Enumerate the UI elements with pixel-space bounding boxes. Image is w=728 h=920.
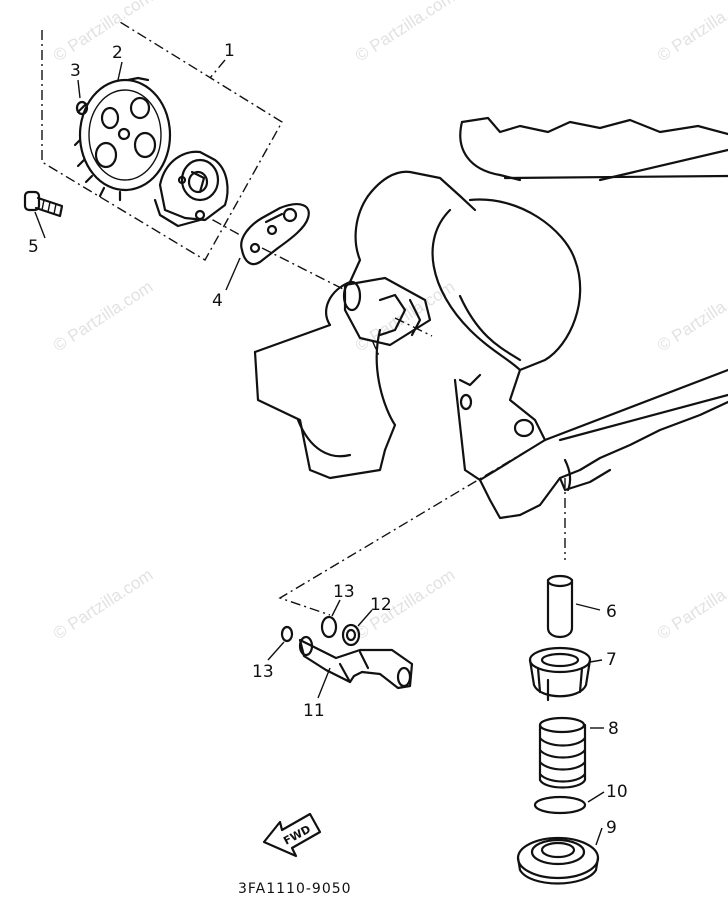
drain-o-ring: [533, 795, 587, 815]
lower-case: [563, 458, 572, 492]
callout-leaders: [34, 61, 605, 846]
watermark: © Partzilla.com: [654, 277, 728, 355]
pump-shaft-boss: [342, 276, 432, 347]
bolt: [23, 190, 64, 218]
callout-13-upper: 13: [333, 582, 355, 602]
crankcase-outline: [253, 116, 728, 520]
callout-numbers: 1 2 3 4 5 6 7 8 9 10 11 12 13 13: [28, 41, 628, 838]
oil-pump-body: [153, 150, 229, 228]
watermark: © Partzilla.com: [654, 565, 728, 643]
strainer-pipe: [546, 574, 574, 639]
watermark: © Partzilla.com: [352, 0, 458, 65]
callout-1: 1: [224, 41, 235, 61]
callout-11: 11: [303, 701, 325, 721]
callout-8: 8: [608, 719, 619, 739]
oil-delivery-pipe: [298, 635, 414, 690]
circlip: [75, 100, 89, 116]
pump-drive-sprocket: [73, 76, 172, 202]
relief-spring: [538, 716, 587, 789]
callout-9: 9: [606, 818, 617, 838]
callout-6: 6: [606, 602, 617, 622]
pump-assembly-group-box: [41, 21, 283, 261]
watermark: © Partzilla.com: [50, 277, 156, 355]
callout-5: 5: [28, 237, 39, 257]
watermark: © Partzilla.com: [352, 565, 458, 643]
watermark: © Partzilla.com: [50, 565, 156, 643]
callout-3: 3: [70, 61, 81, 81]
callout-10: 10: [606, 782, 628, 802]
watermark: © Partzilla.com: [654, 0, 728, 65]
pump-gasket: [240, 203, 310, 266]
callout-2: 2: [112, 43, 123, 63]
callout-4: 4: [212, 291, 223, 311]
forward-direction-arrow: FWD: [262, 812, 322, 858]
callout-13-lower: 13: [252, 662, 274, 682]
diagram-part-code: 3FA1110-9050: [238, 881, 352, 897]
callout-7: 7: [606, 650, 617, 670]
pipe-seals: [280, 615, 361, 647]
pipe-group-connector: [278, 439, 566, 616]
drain-plug: [516, 836, 600, 885]
callout-12: 12: [370, 595, 392, 615]
watermark: © Partzilla.com: [50, 0, 156, 65]
strainer-cap: [528, 646, 592, 702]
